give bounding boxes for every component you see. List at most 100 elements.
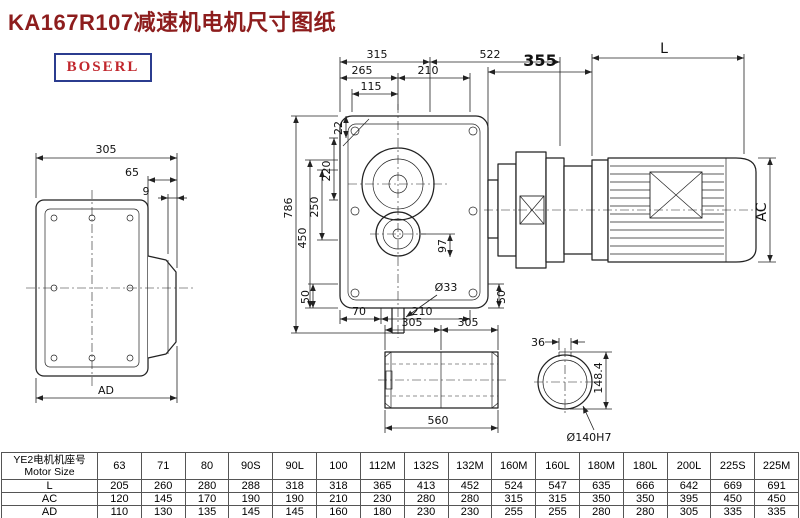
side-view-dimensions: 305 65 9 AD — [35, 143, 187, 403]
column-header-63: 63 — [97, 452, 142, 480]
brand-logo: BOSERL — [54, 53, 152, 82]
table-cell: 180 — [359, 505, 405, 518]
bore-dimensions: 36 148.4 Ø140H7 — [531, 336, 612, 444]
dim-side-AD: AD — [98, 384, 114, 397]
column-header-100: 100 — [316, 452, 361, 480]
dim-side-9: 9 — [143, 185, 150, 198]
dim-bore-148: 148.4 — [592, 362, 605, 394]
table-cell: 452 — [447, 479, 493, 493]
table-cell: 318 — [272, 479, 318, 493]
column-header-112M: 112M — [359, 452, 405, 480]
table-cell: 120 — [97, 492, 142, 506]
dim-front-210-top: 210 — [418, 64, 439, 77]
dim-shaft-305-left: 305 — [402, 316, 423, 329]
column-header-132M: 132M — [447, 452, 493, 480]
table-cell: 260 — [140, 479, 186, 493]
table-cell: 450 — [710, 492, 756, 506]
column-header-200L: 200L — [666, 452, 712, 480]
dim-front-50-right: 50 — [495, 290, 508, 304]
side-view-flange — [147, 255, 177, 359]
table-cell: 335 — [754, 505, 799, 518]
shaft-keyway — [385, 370, 393, 390]
dim-motor-AC: AC — [754, 202, 770, 221]
table-cell: 365 — [359, 479, 405, 493]
dim-front-315: 315 — [367, 48, 388, 61]
dim-front-33: Ø33 — [435, 281, 458, 294]
table-cell: 318 — [316, 479, 361, 493]
table-cell: 190 — [228, 492, 274, 506]
table-cell: 547 — [535, 479, 580, 493]
column-header-80: 80 — [184, 452, 230, 480]
table-cell: 230 — [359, 492, 405, 506]
row-label-AD: AD — [1, 505, 98, 518]
dim-front-220: 220 — [320, 161, 333, 182]
column-header-132S: 132S — [403, 452, 449, 480]
dim-front-522: 522 — [480, 48, 501, 61]
hollow-shaft-view — [378, 351, 506, 409]
table-cell: 145 — [228, 505, 274, 518]
table-cell: 255 — [535, 505, 580, 518]
table-cell: 135 — [184, 505, 230, 518]
dim-front-786: 786 — [282, 198, 295, 219]
table-cell: 280 — [403, 492, 449, 506]
dim-front-450: 450 — [296, 228, 309, 249]
dim-front-97: 97 — [436, 239, 449, 253]
column-header-225S: 225S — [710, 452, 756, 480]
table-cell: 350 — [622, 492, 668, 506]
front-view-left-dimensions: 786 450 250 220 22 50 — [282, 115, 392, 334]
motor-side-view — [484, 151, 768, 269]
dim-shaft-305-right: 305 — [458, 316, 479, 329]
column-header-225M: 225M — [754, 452, 799, 480]
dim-side-65: 65 — [125, 166, 139, 179]
table-cell: 413 — [403, 479, 449, 493]
dim-front-70: 70 — [352, 305, 366, 318]
column-header-180L: 180L — [622, 452, 668, 480]
table-cell: 205 — [97, 479, 142, 493]
table-cell: 315 — [535, 492, 580, 506]
table-cell: 642 — [666, 479, 712, 493]
column-header-90S: 90S — [228, 452, 274, 480]
table-cell: 210 — [316, 492, 361, 506]
column-header-90L: 90L — [272, 452, 318, 480]
front-view-bottom-dimensions: 70 210 Ø33 50 97 — [339, 233, 508, 324]
table-cell: 110 — [97, 505, 142, 518]
table-cell: 145 — [140, 492, 186, 506]
dim-front-250: 250 — [308, 197, 321, 218]
table-cell: 395 — [666, 492, 712, 506]
row-label-AC: AC — [1, 492, 98, 506]
table-cell: 145 — [272, 505, 318, 518]
table-cell: 288 — [228, 479, 274, 493]
table-cell: 691 — [754, 479, 799, 493]
page-title: KA167R107减速机电机尺寸图纸 — [8, 10, 337, 35]
table-cell: 524 — [491, 479, 537, 493]
column-header-160M: 160M — [491, 452, 537, 480]
column-header-160L: 160L — [535, 452, 580, 480]
table-cell: 280 — [578, 505, 624, 518]
column-header-180M: 180M — [578, 452, 624, 480]
row-label-L: L — [1, 479, 98, 493]
dim-front-115: 115 — [361, 80, 382, 93]
table-cell: 170 — [184, 492, 230, 506]
column-header-71: 71 — [140, 452, 186, 480]
table-cell: 450 — [754, 492, 799, 506]
table-cell: 669 — [710, 479, 756, 493]
dim-front-210-bottom: 210 — [412, 305, 433, 318]
dim-front-265: 265 — [352, 64, 373, 77]
shaft-dimensions: 305 305 560 — [384, 316, 499, 433]
front-view-top-dimensions: 315 522 265 210 115 — [339, 48, 561, 146]
dim-motor-355: 355 — [523, 51, 556, 70]
table-cell: 350 — [578, 492, 624, 506]
bore-section-view — [534, 348, 596, 416]
table-cell: 160 — [316, 505, 361, 518]
table-cell: 280 — [447, 492, 493, 506]
dim-front-50-left: 50 — [299, 290, 312, 304]
table-cell: 635 — [578, 479, 624, 493]
dim-side-305: 305 — [96, 143, 117, 156]
